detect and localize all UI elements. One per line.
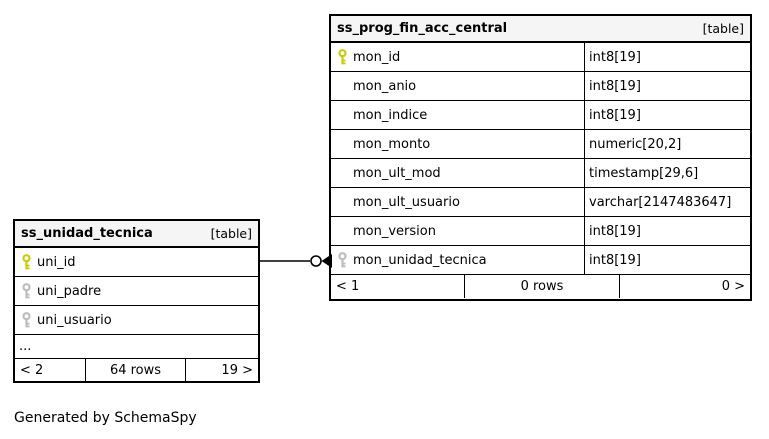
schemaspy-credit: Generated by SchemaSpy (14, 410, 197, 426)
column-name: uni_usuario (37, 312, 112, 328)
table-title[interactable]: ss_prog_fin_acc_central (337, 21, 508, 36)
column-name: mon_monto (353, 136, 431, 152)
fk-relationship-connector (259, 254, 332, 268)
pager-row-count: 64 rows (85, 359, 185, 381)
column-type: numeric[20,2] (584, 130, 750, 158)
table-row: uni_id (15, 248, 258, 277)
table-pager: < 1 0 rows 0 > (331, 275, 750, 298)
column-name: uni_id (37, 254, 76, 270)
column-type: int8[19] (584, 43, 750, 71)
column-name: mon_id (353, 49, 401, 65)
table-ss-unidad-tecnica[interactable]: ss_unidad_tecnica [table] uni_id uni_pad… (13, 219, 260, 383)
table-type-badge: [table] (702, 21, 744, 36)
column-type: int8[19] (584, 246, 750, 274)
pager-next-count: 19 > (185, 359, 258, 381)
table-row: mon_indice int8[19] (331, 101, 750, 130)
table-row: mon_version int8[19] (331, 217, 750, 246)
table-header: ss_unidad_tecnica [table] (15, 221, 258, 248)
pager-prev-count: < 1 (336, 279, 360, 294)
column-name: mon_indice (353, 107, 428, 123)
column-name: mon_version (353, 223, 436, 239)
pager-prev-count: < 2 (20, 362, 44, 378)
column-name: mon_ult_mod (353, 165, 441, 181)
foreign-key-icon (15, 312, 37, 328)
column-name: mon_ult_usuario (353, 194, 460, 210)
pager-next-count: 0 > (619, 275, 750, 298)
table-row: mon_monto numeric[20,2] (331, 130, 750, 159)
table-row: mon_anio int8[19] (331, 72, 750, 101)
primary-key-icon (331, 49, 353, 65)
column-type: int8[19] (584, 72, 750, 100)
column-name: mon_unidad_tecnica (353, 252, 487, 268)
table-row: mon_ult_mod timestamp[29,6] (331, 159, 750, 188)
foreign-key-icon (331, 252, 353, 268)
column-type: timestamp[29,6] (584, 159, 750, 187)
table-row: mon_unidad_tecnica int8[19] (331, 246, 750, 275)
column-type: int8[19] (584, 217, 750, 245)
primary-key-icon (15, 254, 37, 270)
table-row: uni_padre (15, 277, 258, 306)
table-title[interactable]: ss_unidad_tecnica (21, 226, 153, 241)
table-type-badge: [table] (210, 226, 252, 241)
column-type: varchar[2147483647] (584, 188, 750, 216)
table-ss-prog-fin-acc-central[interactable]: ss_prog_fin_acc_central [table] mon_id i… (329, 14, 752, 301)
column-type: int8[19] (584, 101, 750, 129)
column-name: mon_anio (353, 78, 417, 94)
table-pager: < 2 64 rows 19 > (15, 359, 258, 381)
hidden-columns-ellipsis: ... (15, 335, 258, 359)
column-name: uni_padre (37, 283, 102, 299)
pager-row-count: 0 rows (464, 275, 619, 298)
table-row: mon_ult_usuario varchar[2147483647] (331, 188, 750, 217)
foreign-key-icon (15, 283, 37, 299)
table-row: mon_id int8[19] (331, 43, 750, 72)
table-header: ss_prog_fin_acc_central [table] (331, 16, 750, 43)
table-row: uni_usuario (15, 306, 258, 335)
